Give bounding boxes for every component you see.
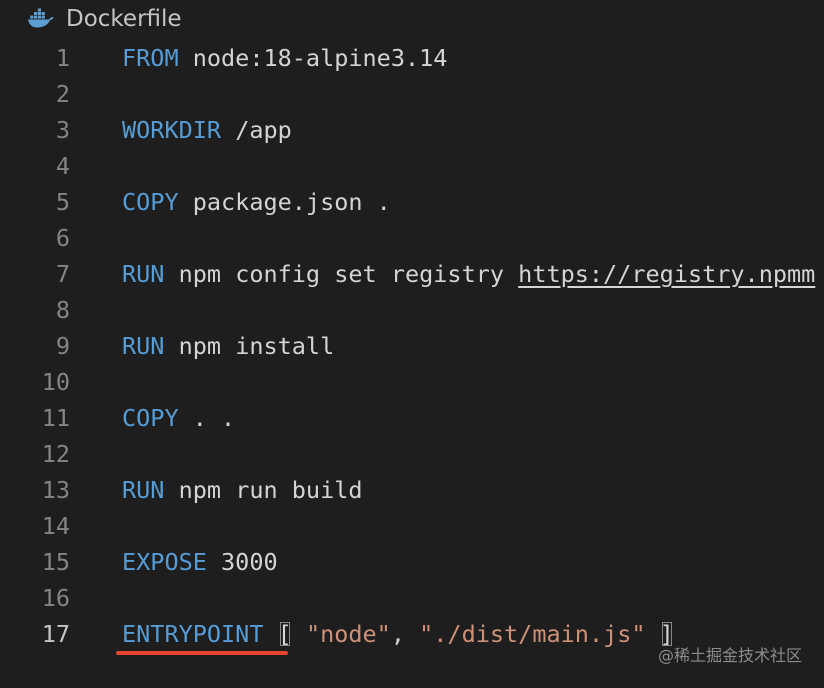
editor-tab[interactable]: Dockerfile <box>0 0 824 38</box>
instruction-keyword: WORKDIR <box>122 116 222 144</box>
instruction-keyword: COPY <box>122 404 179 432</box>
line-number: 13 <box>41 476 70 504</box>
instruction-keyword: COPY <box>122 188 179 216</box>
line-code: ENTRYPOINT [ "node", "./dist/main.js" ] <box>122 616 674 652</box>
string-literal: "node" <box>291 620 391 648</box>
line-number: 11 <box>41 404 70 432</box>
line-number: 8 <box>55 296 70 324</box>
line-number: 9 <box>55 332 70 360</box>
close-bracket: ] <box>659 620 674 648</box>
line-number: 14 <box>41 512 70 540</box>
line-number: 2 <box>55 80 70 108</box>
line-code: RUN npm run build <box>122 472 363 508</box>
code-line[interactable]: 6 <box>0 220 824 256</box>
code-line[interactable]: 11 COPY . . <box>0 400 824 436</box>
instruction-args: npm run build <box>164 476 363 504</box>
code-line[interactable]: 9 RUN npm install <box>0 328 824 364</box>
instruction-args: npm config set registry <box>164 260 519 288</box>
line-number: 4 <box>55 152 70 180</box>
code-line[interactable]: 16 <box>0 580 824 616</box>
tab-title: Dockerfile <box>66 6 182 32</box>
instruction-args: node:18-alpine3.14 <box>178 44 448 72</box>
annotation-underline <box>116 651 288 655</box>
code-line[interactable]: 12 <box>0 436 824 472</box>
line-number: 10 <box>41 368 70 396</box>
code-editor[interactable]: 1 FROM node:18-alpine3.14 2 3 WORKDIR /app 4 5… <box>0 40 824 688</box>
instruction-args: package.json . <box>178 188 391 216</box>
code-line[interactable]: 3 WORKDIR /app <box>0 112 824 148</box>
line-code: RUN npm config set registry https://regi… <box>122 256 815 292</box>
line-number: 3 <box>55 116 70 144</box>
line-number: 7 <box>55 260 70 288</box>
registry-url[interactable]: https://registry.npmm <box>518 260 816 288</box>
instruction-keyword: ENTRYPOINT <box>122 620 264 648</box>
open-bracket: [ <box>277 620 292 648</box>
code-line[interactable]: 17 ENTRYPOINT [ "node", "./dist/main.js" … <box>0 616 824 652</box>
line-number: 5 <box>55 188 70 216</box>
instruction-args: . . <box>178 404 236 432</box>
instruction-args: npm install <box>164 332 335 360</box>
code-line[interactable]: 5 COPY package.json . <box>0 184 824 220</box>
code-line[interactable]: 13 RUN npm run build <box>0 472 824 508</box>
instruction-keyword: FROM <box>122 44 179 72</box>
line-code: EXPOSE 3000 <box>122 544 278 580</box>
line-code: FROM node:18-alpine3.14 <box>122 40 447 76</box>
code-line[interactable]: 14 <box>0 508 824 544</box>
code-line[interactable]: 15 EXPOSE 3000 <box>0 544 824 580</box>
line-code: RUN npm install <box>122 328 334 364</box>
line-number: 17 <box>41 620 70 648</box>
line-code: COPY package.json . <box>122 184 391 220</box>
code-line[interactable]: 4 <box>0 148 824 184</box>
instruction-keyword: RUN <box>122 332 165 360</box>
code-line[interactable]: 7 RUN npm config set registry https://reg… <box>0 256 824 292</box>
line-code: COPY . . <box>122 400 235 436</box>
instruction-args: /app <box>221 116 292 144</box>
line-number: 15 <box>41 548 70 576</box>
instruction-args <box>263 620 277 648</box>
line-number: 6 <box>55 224 70 252</box>
code-line[interactable]: 1 FROM node:18-alpine3.14 <box>0 40 824 76</box>
instruction-keyword: RUN <box>122 260 165 288</box>
code-line[interactable]: 8 <box>0 292 824 328</box>
docker-whale-icon <box>28 8 54 28</box>
code-line[interactable]: 10 <box>0 364 824 400</box>
code-line[interactable]: 2 <box>0 76 824 112</box>
line-number: 12 <box>41 440 70 468</box>
instruction-keyword: RUN <box>122 476 165 504</box>
line-code: WORKDIR /app <box>122 112 292 148</box>
line-number: 1 <box>55 44 70 72</box>
instruction-args: 3000 <box>206 548 278 576</box>
line-number: 16 <box>41 584 70 612</box>
string-literal: "./dist/main.js" <box>419 620 646 648</box>
comma: , <box>390 620 420 648</box>
instruction-keyword: EXPOSE <box>122 548 207 576</box>
watermark: @稀土掘金技术社区 <box>657 646 802 665</box>
